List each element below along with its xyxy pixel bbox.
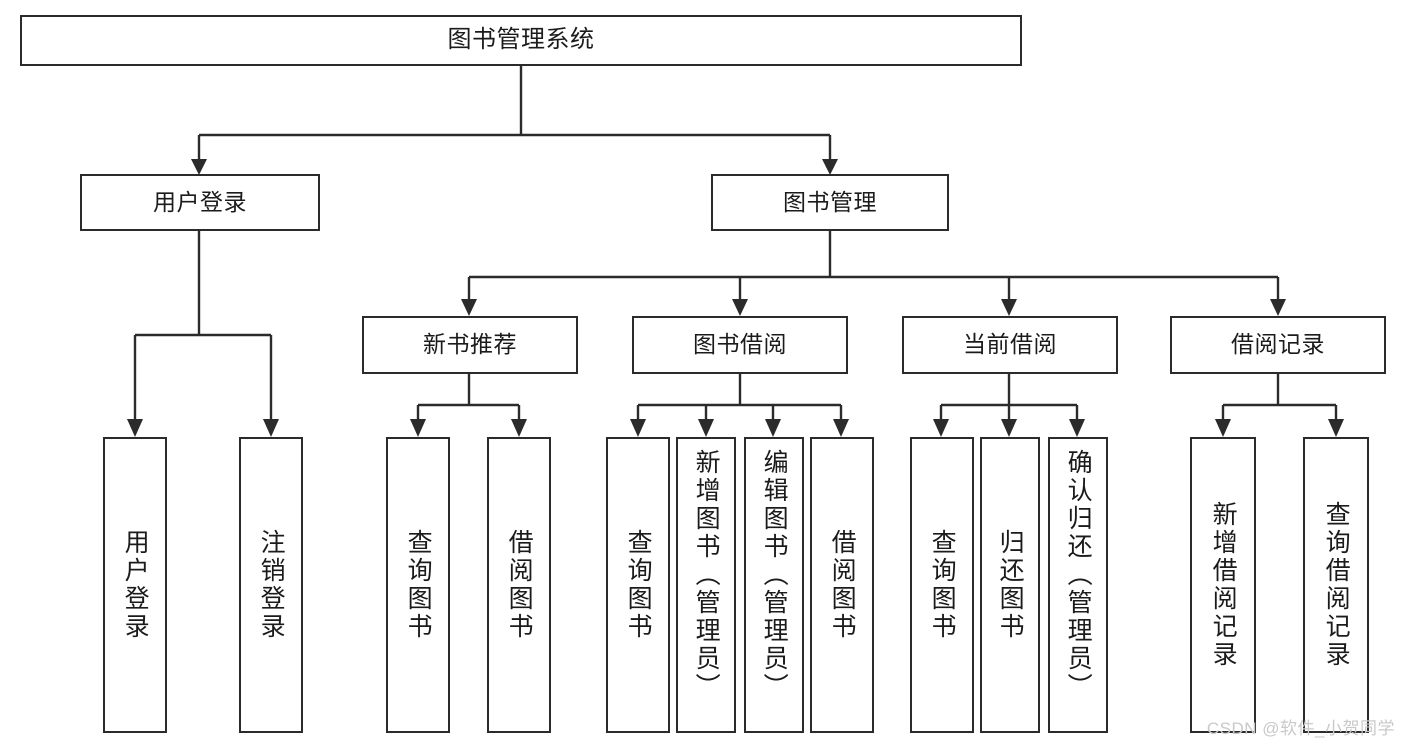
leaf-new-book-borrow-book[interactable]: 借阅图书 (487, 437, 551, 733)
leaf-borrow-record-query-record[interactable]: 查询借阅记录 (1303, 437, 1369, 733)
node-label: 注销登录 (257, 529, 286, 641)
node-new-book-recommend[interactable]: 新书推荐 (362, 316, 578, 374)
csdn-watermark: CSDN @软件_小贺同学 (1206, 719, 1395, 738)
node-label: 借阅图书 (828, 529, 857, 641)
leaf-current-borrow-return-book[interactable]: 归还图书 (980, 437, 1040, 733)
node-borrow-record[interactable]: 借阅记录 (1170, 316, 1386, 374)
node-label: 图书管理系统 (447, 26, 595, 54)
node-user-login[interactable]: 用户登录 (80, 174, 320, 231)
node-label: 查询图书 (404, 529, 433, 641)
leaf-current-borrow-query-book[interactable]: 查询图书 (910, 437, 974, 733)
node-label: 查询图书 (624, 529, 653, 641)
leaf-book-borrow-borrow-book[interactable]: 借阅图书 (810, 437, 874, 733)
leaf-book-borrow-query-book[interactable]: 查询图书 (606, 437, 670, 733)
node-label: 新书推荐 (423, 331, 517, 358)
node-label: 当前借阅 (963, 331, 1057, 358)
node-label: 用户登录 (121, 529, 150, 641)
leaf-book-borrow-add-book-admin[interactable]: 新增图书（管理员） (676, 437, 736, 733)
node-current-borrow[interactable]: 当前借阅 (902, 316, 1118, 374)
node-label: 新增图书（管理员） (692, 449, 721, 701)
node-label: 编辑图书（管理员） (760, 449, 789, 701)
node-book-borrow[interactable]: 图书借阅 (632, 316, 848, 374)
node-label: 图书借阅 (693, 331, 787, 358)
node-label: 确认归还（管理员） (1064, 449, 1093, 701)
leaf-borrow-record-add-record[interactable]: 新增借阅记录 (1190, 437, 1256, 733)
node-label: 查询图书 (928, 529, 957, 641)
node-label: 归还图书 (996, 529, 1025, 641)
node-label: 借阅图书 (505, 529, 534, 641)
node-label: 用户登录 (153, 188, 247, 215)
node-book-management[interactable]: 图书管理 (711, 174, 949, 231)
leaf-user-login-logout[interactable]: 注销登录 (239, 437, 303, 733)
leaf-new-book-query-book[interactable]: 查询图书 (386, 437, 450, 733)
node-label: 新增借阅记录 (1209, 501, 1238, 669)
leaf-current-borrow-confirm-return-admin[interactable]: 确认归还（管理员） (1048, 437, 1108, 733)
node-label: 图书管理 (783, 188, 877, 215)
node-root-book-management-system[interactable]: 图书管理系统 (20, 15, 1022, 66)
node-label: 借阅记录 (1231, 331, 1325, 358)
leaf-book-borrow-edit-book-admin[interactable]: 编辑图书（管理员） (744, 437, 804, 733)
leaf-user-login-login[interactable]: 用户登录 (103, 437, 167, 733)
node-label: 查询借阅记录 (1322, 501, 1351, 669)
